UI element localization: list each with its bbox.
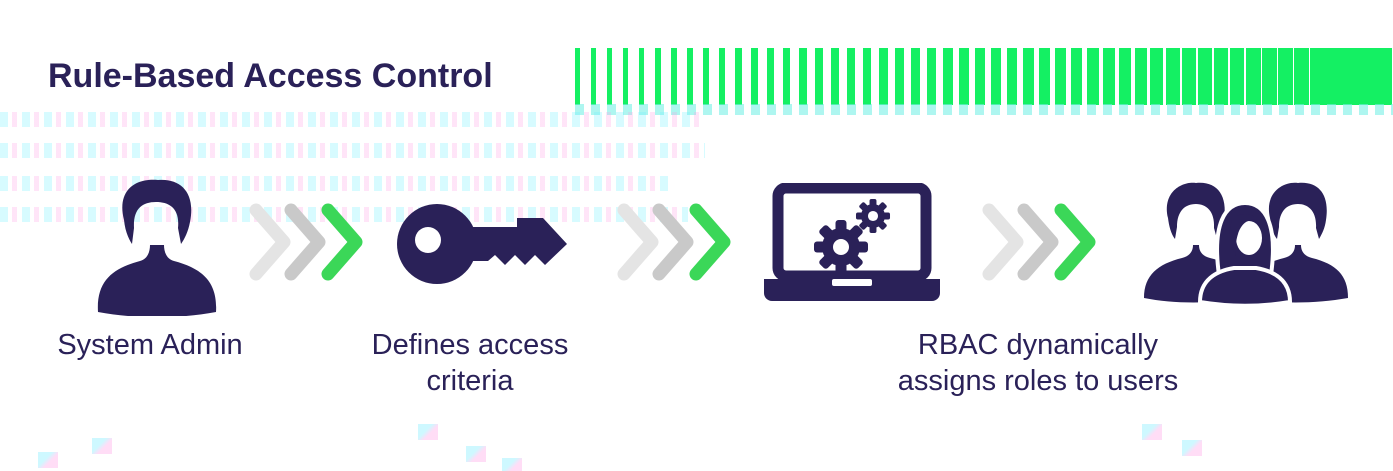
glitch-artifact: [0, 112, 700, 127]
triple-chevron-right-icon: [617, 203, 731, 281]
caption-line: assigns roles to users: [897, 365, 1179, 397]
glitch-artifact: [1182, 440, 1202, 456]
gear-icon: [855, 198, 891, 234]
caption-system-admin: System Admin: [57, 327, 242, 363]
glitch-artifact: [92, 438, 112, 454]
glitch-artifact: [0, 143, 705, 158]
laptop-gears-icon: [764, 183, 940, 301]
glitch-artifact: [502, 458, 522, 471]
caption-line: Defines access: [371, 329, 569, 361]
triple-chevron-right-icon: [982, 203, 1096, 281]
triple-chevron-right-icon: [249, 203, 363, 281]
glitch-artifact: [418, 424, 438, 440]
admin-user-icon: [97, 179, 217, 316]
caption-line: criteria: [426, 365, 514, 397]
green-stripe-banner: [575, 48, 1393, 105]
glitch-artifact: [38, 452, 58, 468]
caption-line: System Admin: [57, 329, 243, 361]
page-title: Rule-Based Access Control: [48, 57, 493, 95]
caption-defines-access-criteria: Defines access criteria: [372, 327, 569, 399]
gear-icon: [814, 220, 868, 274]
key-icon: [397, 204, 567, 284]
glitch-artifact: [466, 446, 486, 462]
users-group-icon: [1144, 182, 1348, 304]
caption-rbac-assigns-roles: RBAC dynamically assigns roles to users: [898, 327, 1178, 399]
caption-line: RBAC dynamically: [917, 329, 1159, 361]
glitch-artifact: [1142, 424, 1162, 440]
glitch-artifact: [575, 104, 1393, 115]
